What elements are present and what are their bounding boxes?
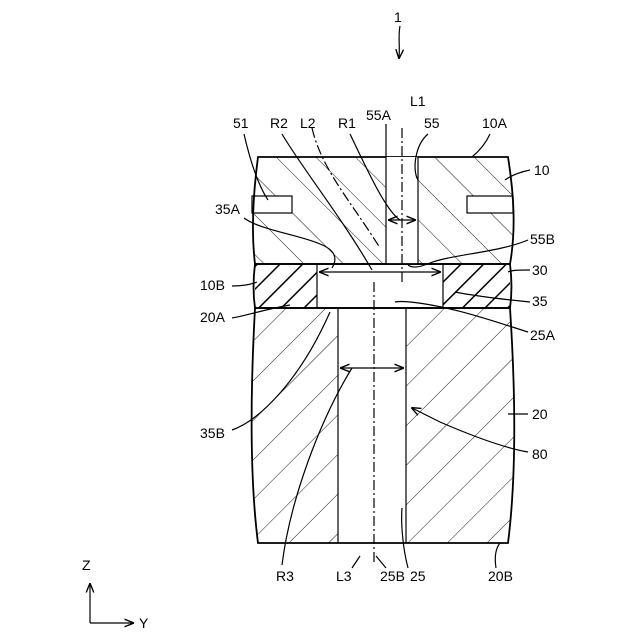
label-10: 10 (534, 162, 550, 178)
label-10B: 10B (200, 277, 225, 293)
figure-number: 1 (394, 9, 402, 25)
label-35A: 35A (215, 201, 241, 217)
label-L2: L2 (300, 115, 316, 131)
member-20 (252, 308, 515, 543)
member-10 (252, 157, 514, 264)
label-20A: 20A (200, 309, 226, 325)
label-25A: 25A (530, 327, 556, 343)
label-R3: R3 (276, 568, 294, 584)
member-30 (254, 264, 512, 308)
label-R1: R1 (338, 115, 356, 131)
label-10A: 10A (482, 115, 508, 131)
label-55B: 55B (530, 231, 555, 247)
label-25B: 25B (380, 568, 405, 584)
label-30: 30 (532, 262, 548, 278)
label-L1: L1 (410, 93, 426, 109)
coordinate-axes: Z Y (82, 557, 149, 631)
label-35: 35 (532, 293, 548, 309)
label-80: 80 (532, 446, 548, 462)
label-20B: 20B (488, 568, 513, 584)
axis-z-label: Z (82, 557, 91, 573)
label-L3: L3 (336, 568, 352, 584)
label-55A: 55A (366, 107, 392, 123)
label-25: 25 (410, 568, 426, 584)
label-51: 51 (233, 115, 249, 131)
axis-y-label: Y (139, 615, 149, 631)
label-20: 20 (532, 406, 548, 422)
label-35B: 35B (200, 425, 225, 441)
label-55: 55 (424, 115, 440, 131)
label-R2: R2 (270, 115, 288, 131)
